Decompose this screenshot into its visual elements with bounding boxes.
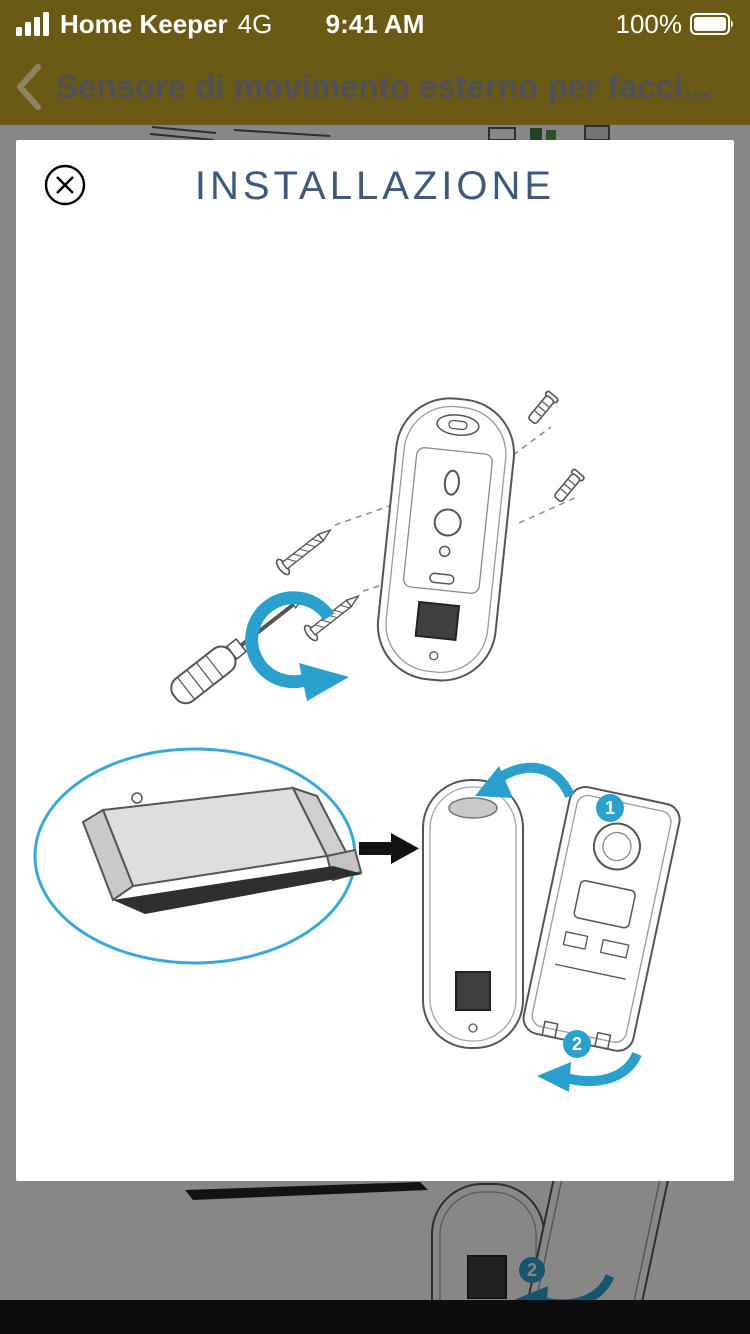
step-1-arrow	[475, 762, 575, 799]
modal-title: INSTALLAZIONE	[194, 164, 556, 208]
installation-modal: INSTALLAZIONE	[16, 140, 734, 1181]
device-back-shell	[422, 779, 524, 1049]
carrier-label: Home Keeper	[60, 8, 228, 39]
battery-percent-label: 100%	[615, 8, 683, 39]
nav-bar: Sensore di movimento esterno per facci..…	[0, 48, 750, 125]
bg-step-2-badge	[519, 1257, 545, 1283]
bg-step-2-badge-label: 2	[527, 1260, 537, 1280]
background-bottom-strip	[0, 1300, 750, 1334]
top-bars: Home Keeper 4G 9:41 AM 100% Sensore di m…	[0, 0, 750, 125]
network-label: 4G	[237, 8, 273, 39]
wall-anchor	[528, 390, 559, 424]
status-bar: Home Keeper 4G 9:41 AM 100%	[0, 0, 750, 48]
signal-strength-icon	[16, 12, 49, 36]
screw	[275, 528, 333, 576]
step-1-badge-label: 1	[605, 798, 615, 818]
chevron-left-icon	[17, 63, 41, 110]
page-title: Sensore di movimento esterno per facci..…	[56, 67, 711, 105]
installation-step2-illustration: 1 2	[33, 747, 681, 1092]
installation-step1-illustration	[170, 390, 585, 705]
step-2-arrow	[537, 1051, 642, 1092]
pointer-arrow	[359, 833, 419, 864]
close-icon	[44, 164, 86, 206]
step-2-badge	[563, 1030, 591, 1058]
bracket-detail-callout	[33, 747, 363, 965]
sensor-module	[522, 785, 681, 1052]
back-button[interactable]	[16, 63, 42, 110]
wall-anchor	[554, 468, 585, 502]
close-button[interactable]	[42, 162, 88, 208]
rotate-arrow	[245, 591, 349, 701]
mounting-plate	[376, 397, 516, 682]
step-1-badge	[596, 794, 624, 822]
step-2-badge-label: 2	[572, 1034, 582, 1054]
battery-icon	[690, 13, 733, 35]
